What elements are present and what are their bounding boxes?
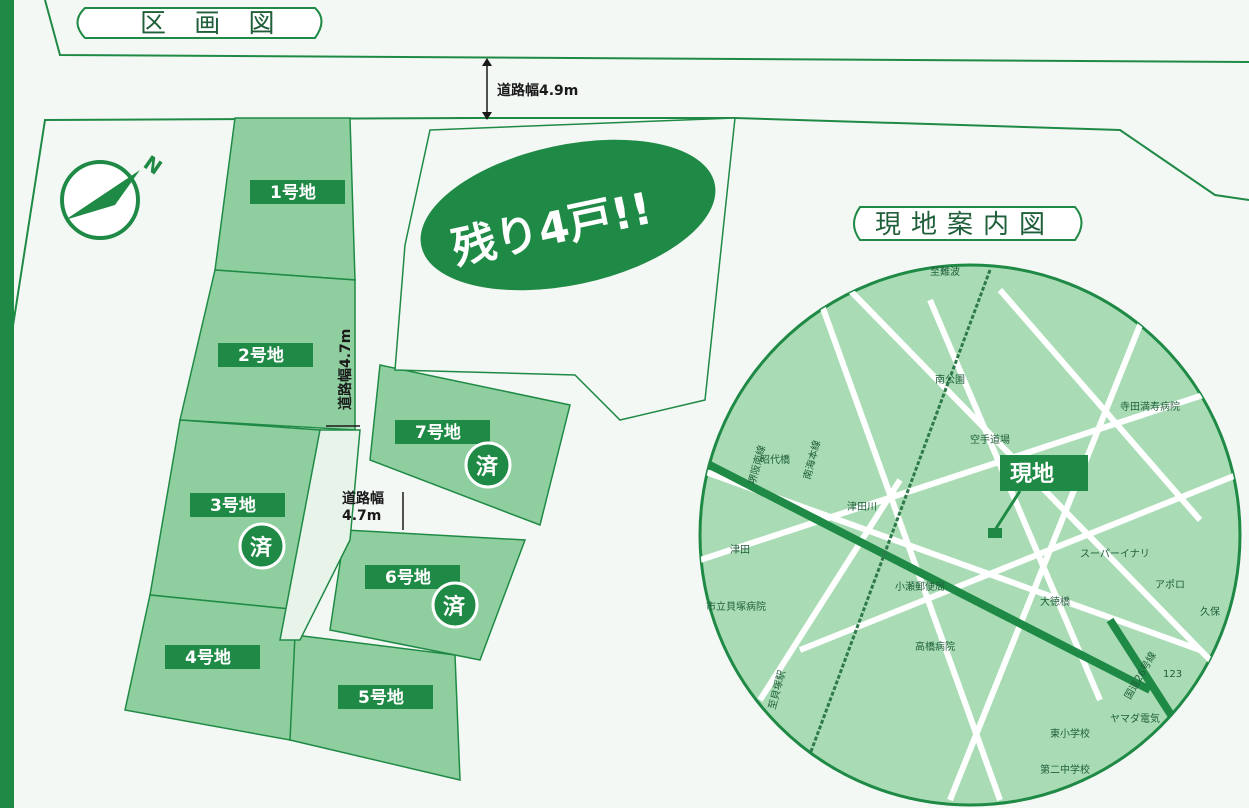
place-9: 小瀬郵便局 (895, 580, 945, 593)
lot-3-sold-mark: 済 (250, 535, 273, 561)
lot-4-label: 4号地 (185, 647, 231, 668)
lot-5: 5号地 (338, 685, 433, 709)
site-pin-icon (988, 528, 1002, 538)
place-5: 津田 (730, 544, 750, 556)
place-10: 大徳橋 (1040, 595, 1070, 608)
place-2: 寺田満寿病院 (1120, 400, 1180, 413)
lot-1-label: 1号地 (270, 182, 316, 203)
lot-1: 1号地 (250, 180, 345, 204)
map-roads (700, 277, 1240, 802)
site-label: 現地 (1010, 462, 1054, 487)
road-width-lower: 道路幅 4.7m (342, 490, 404, 530)
road-width-lower-label-2: 4.7m (342, 508, 381, 524)
lot-6-label: 6号地 (385, 567, 431, 588)
road-width-lower-label-1: 道路幅 (342, 490, 384, 507)
place-18: 第二中学校 (1040, 763, 1090, 776)
place-11: 久保 (1200, 605, 1220, 618)
lot-3: 3号地 済 (190, 493, 286, 570)
place-15: 123 (1163, 669, 1182, 680)
title-badge: 区 画 図 (76, 7, 323, 39)
place-8: アポロ (1155, 579, 1185, 591)
lot-2: 2号地 (218, 343, 313, 367)
lot-7-shape (369, 364, 571, 527)
north-compass: N (60, 150, 167, 240)
lot-7-sold-mark: 済 (476, 454, 499, 480)
road-width-vertical: 道路幅4.7m (326, 329, 360, 427)
page-title: 区 画 図 (140, 9, 285, 39)
place-0: 至難波 (930, 265, 960, 278)
place-12: 市立貝塚病院 (706, 600, 766, 613)
lot-6-sold-mark: 済 (443, 594, 466, 620)
place-16: ヤマダ電気 (1110, 712, 1160, 725)
lot-6: 6号地 済 (365, 565, 479, 629)
lot-7-label: 7号地 (415, 422, 461, 443)
remaining-banner: 残り4戸!! (420, 139, 716, 291)
road-width-top: 道路幅4.9m (482, 58, 578, 120)
right-road-edge (455, 117, 1249, 201)
lot-6-shape (329, 529, 527, 661)
top-road-edge (44, 0, 1249, 63)
place-7: スーパーイナリ (1080, 548, 1150, 560)
place-3: 空手道場 (970, 433, 1010, 446)
north-label: N (139, 150, 166, 179)
lot-3-label: 3号地 (210, 495, 256, 516)
lot-7: 7号地 済 (395, 420, 512, 489)
banner-ellipse (420, 139, 716, 291)
lot-2-label: 2号地 (238, 345, 284, 366)
road-width-top-label: 道路幅4.9m (497, 82, 578, 99)
place-4: 昭代橋 (760, 453, 790, 466)
place-17: 東小学校 (1050, 727, 1090, 740)
lot-5-label: 5号地 (358, 687, 404, 708)
location-map: 現地 至難波 南公園 寺田満寿病院 空手道場 昭代橋 津田 津田川 スーパーイナ… (698, 263, 1242, 807)
road-width-vertical-label: 道路幅4.7m (337, 329, 354, 410)
left-edge-bar (0, 0, 14, 808)
lot-4: 4号地 (165, 645, 260, 669)
lot-3-sold-badge (238, 522, 286, 570)
compass-arrow-icon (65, 170, 140, 220)
private-road (279, 429, 361, 641)
place-13: 高橋病院 (915, 640, 955, 653)
site-marker (1000, 455, 1088, 491)
map-title-badge: 現地案内図 (853, 206, 1083, 241)
map-title: 現地案内図 (875, 210, 1055, 240)
lot-7-sold-badge (464, 441, 512, 489)
place-6: 津田川 (847, 501, 877, 513)
lot-6-sold-badge (431, 581, 479, 629)
place-1: 南公園 (935, 373, 965, 386)
